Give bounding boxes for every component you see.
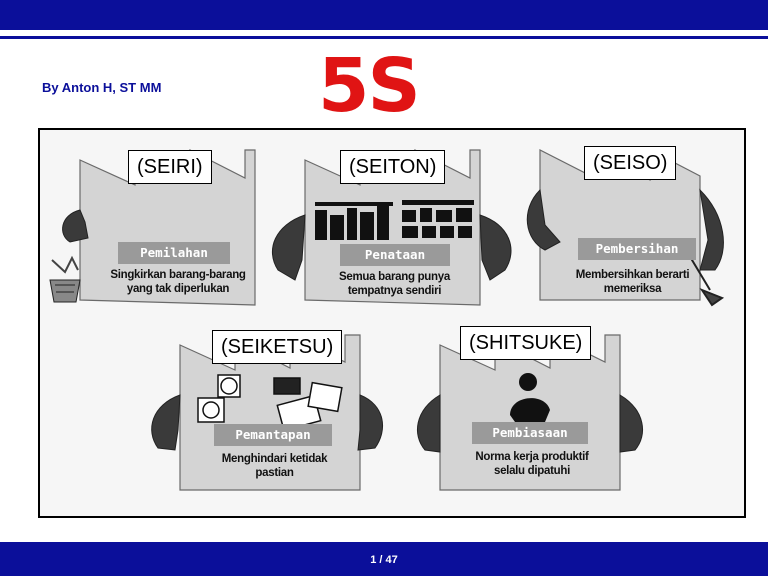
tag-seiton: (SEITON) [340,150,446,184]
sign-icons [197,374,343,432]
desc-seiketsu-line1: Menghindari ketidak [221,453,328,465]
illustration-frame: (SEIRI) (SEITON) (SEISO) Pemilahan Penat… [38,128,746,518]
arm-shitsuke-left [417,394,441,453]
top-divider [0,36,768,39]
desc-seiketsu: Menghindari ketidak pastian [202,452,347,480]
desc-shitsuke-line1: Norma kerja produktif [475,451,589,463]
author-text: By Anton H, ST MM [42,80,162,95]
desc-seiso: Membersihkan berarti memeriksa [555,268,710,296]
desc-shitsuke-line2: selalu dipatuhi [493,465,570,477]
label-pemantapan: Pemantapan [214,424,332,446]
label-penataan: Penataan [340,244,450,266]
label-pembersihan: Pembersihan [578,238,696,260]
label-pembiasaan: Pembiasaan [472,422,588,444]
factory-seiso [539,148,701,301]
slide-title: 5S [318,43,421,129]
desc-shitsuke: Norma kerja produktif selalu dipatuhi [452,450,612,478]
arm-seiton-right [479,214,512,281]
tag-shitsuke: (SHITSUKE) [460,326,592,360]
desc-seiri-line2: yang tak diperlukan [126,283,230,295]
worker-icon [510,373,550,422]
desc-seiso-line1: Membersihkan berarti [575,269,690,281]
desc-seiri-line1: Singkirkan barang-barang [110,269,246,281]
desc-seiri: Singkirkan barang-barang yang tak diperl… [88,268,268,296]
bottom-bar [0,542,768,576]
desc-seiso-line2: memeriksa [603,283,662,295]
desc-seiketsu-line2: pastian [255,467,294,479]
tag-seiketsu: (SEIKETSU) [212,330,343,364]
shelf-right [402,200,474,238]
arm-seiso-left [526,188,561,251]
trash-bin-icon [49,255,81,303]
factory-illustration [49,148,725,491]
arm-seiketsu-right [357,394,383,451]
arm-seiton-left [271,214,306,281]
shelf-left [315,202,393,240]
arm-seiso-right [699,188,724,271]
top-bar [0,0,768,30]
arm-shitsuke-right [619,394,643,453]
label-pemilahan: Pemilahan [118,242,230,264]
desc-seiton: Semua barang punya tempatnya sendiri [312,270,477,298]
page-number: 1 / 47 [370,554,398,566]
tag-seiri: (SEIRI) [128,150,212,184]
tag-seiso: (SEISO) [584,146,677,180]
desc-seiton-line2: tempatnya sendiri [347,285,442,297]
desc-seiton-line1: Semua barang punya [339,271,450,283]
arm-seiketsu-left [151,394,181,451]
arm-seiri [62,209,89,243]
